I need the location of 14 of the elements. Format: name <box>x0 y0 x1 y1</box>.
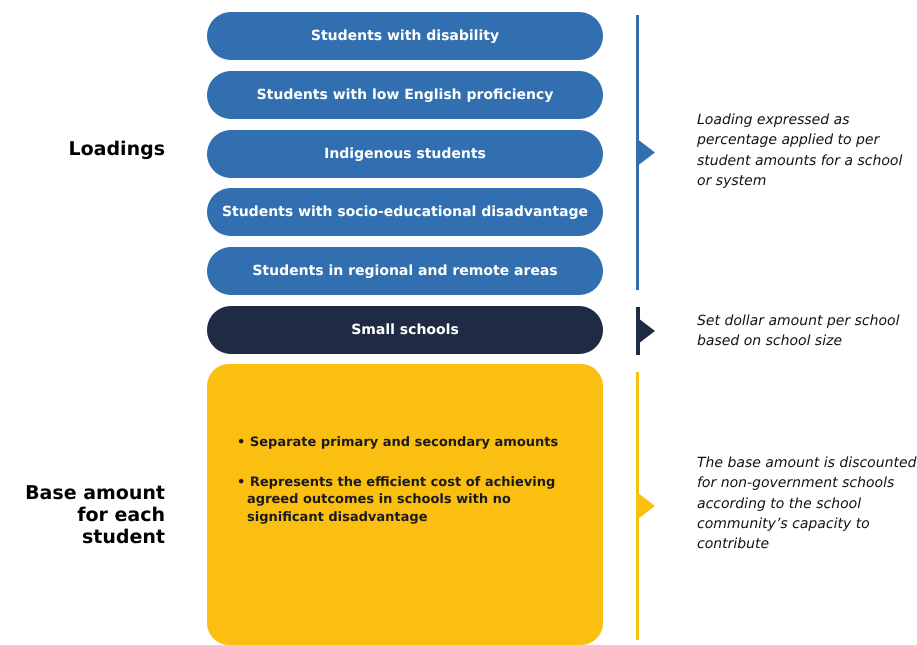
note-text: Set dollar amount per school based on school size <box>697 312 901 352</box>
category-pill: Small schools <box>207 306 603 354</box>
bullet-text: • Separate primary and secondary amounts <box>237 434 560 452</box>
loading-pill: Students in regional and remote areas <box>207 247 603 295</box>
bullet-text: • Represents the efficient cost of achieving agreed outcomes in schools with no significant disadvantage <box>237 474 556 526</box>
loading-pill: Students with socio-educational disadvantage <box>207 188 603 236</box>
note-text: The base amount is discounted for non-government schools according to the school community’s capacity to contribute <box>697 454 917 554</box>
section-heading: Base amount for each student <box>24 482 165 548</box>
loading-pill: Students with disability <box>207 12 603 60</box>
section-heading: Loadings <box>67 138 165 160</box>
loading-pill: Indigenous students <box>207 130 603 178</box>
loading-pill: Students with low English proficiency <box>207 71 603 119</box>
note-text: Loading expressed as percentage applied to per student amounts for a school or system <box>697 111 904 191</box>
base-amount-panel <box>207 364 603 645</box>
